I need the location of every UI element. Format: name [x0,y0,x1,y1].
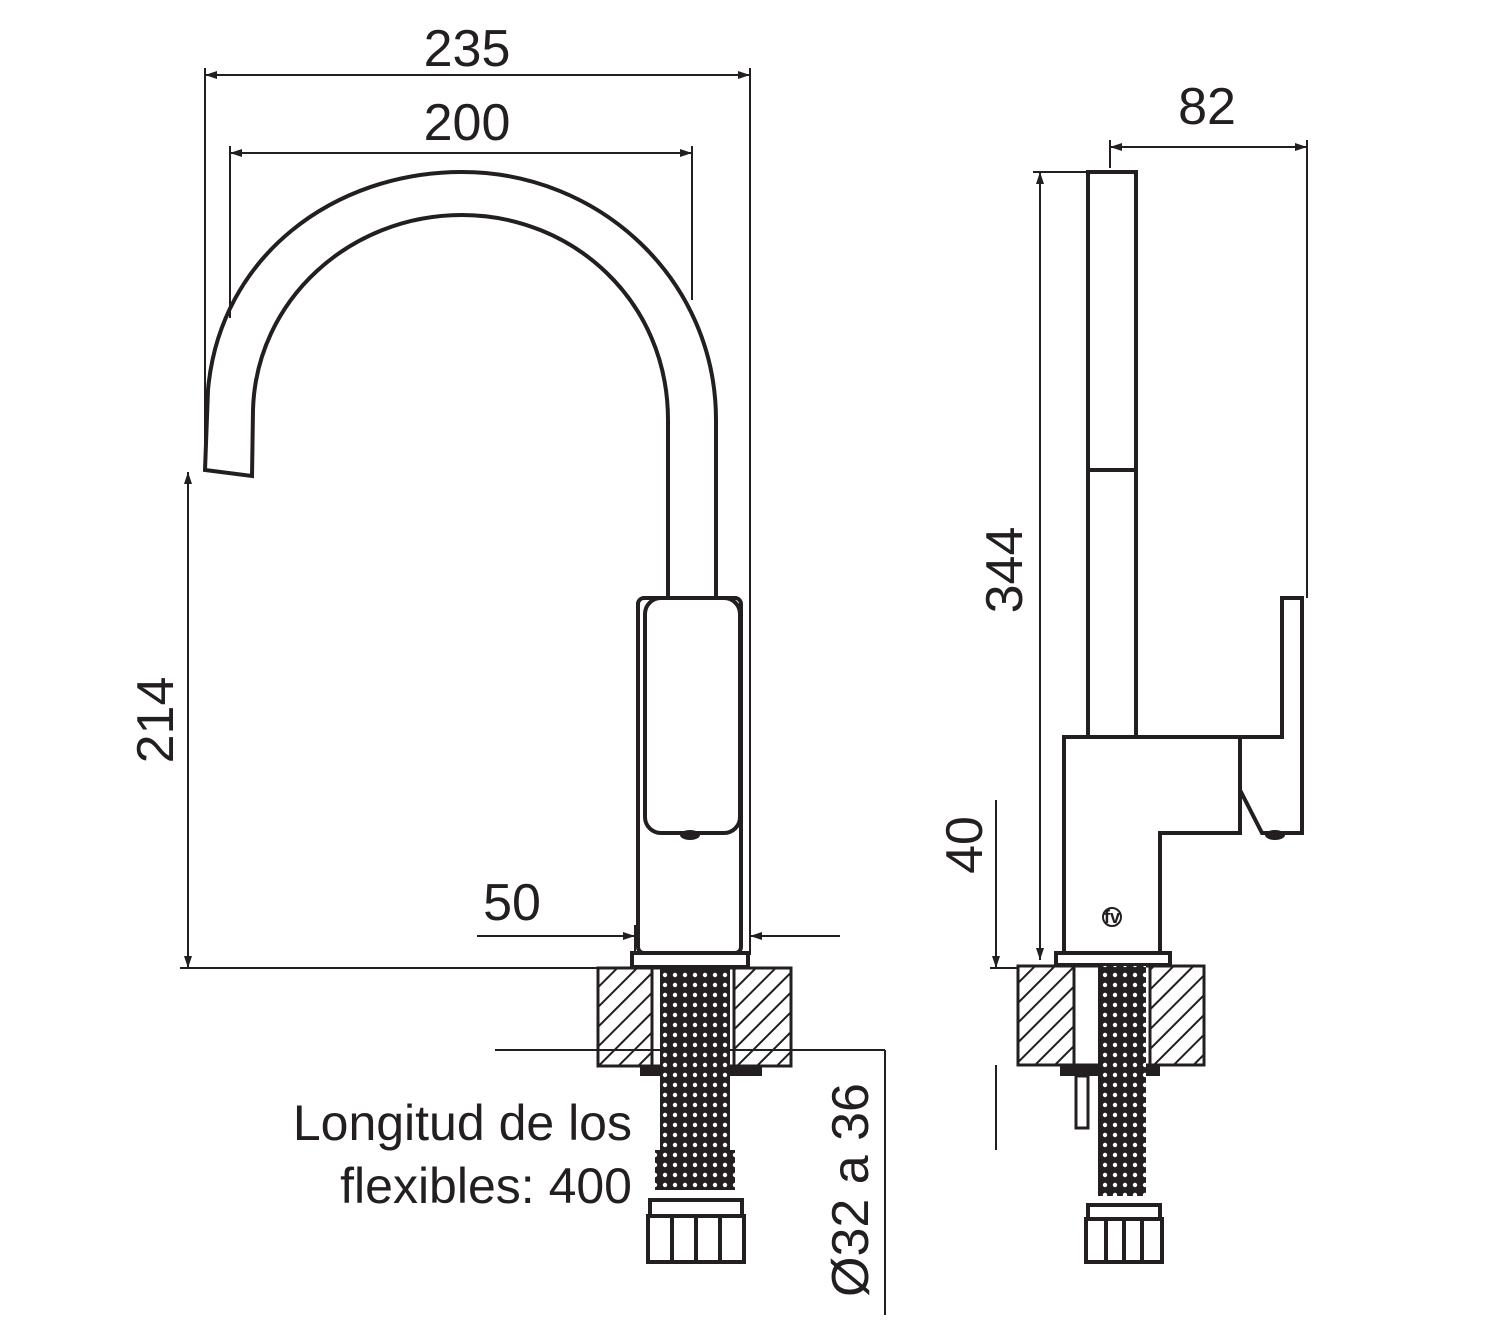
flexible-hoses-front [646,968,746,1264]
dimension-side-depth: 82 [1109,78,1308,598]
faucet-body [636,596,743,955]
faucet-body-side [1062,735,1242,955]
dimension-spout-height: 214 [127,472,640,969]
hose-length-note-line1: Longitud de los [293,1095,632,1151]
dimension-label-hole: Ø32 a 36 [822,1083,880,1297]
handle-lever [643,596,742,835]
dimension-label-82: 82 [1178,78,1236,136]
dimension-spout-reach: 200 [229,94,693,318]
handle-lever-side [1238,596,1304,835]
dimension-hole-diameter: Ø32 a 36 [791,1049,886,1315]
brand-logo-text: fv [1104,907,1120,927]
spout-side [1086,170,1138,739]
side-view: 82 344 40 fv [936,78,1308,1264]
dimension-label-344: 344 [976,527,1034,614]
base-ring-side [1054,951,1172,967]
handle-screw-side [1265,830,1285,840]
dimension-label-40: 40 [936,816,994,874]
flexible-hoses-side [1074,966,1164,1264]
dimension-label-214: 214 [127,677,185,764]
base-ring [630,951,750,969]
spout-outline [202,169,718,598]
dimension-label-235: 235 [424,20,511,78]
handle-screw [680,830,700,840]
brand-logo-icon [1102,907,1122,927]
dimension-base-diameter: 50 [477,874,840,955]
hose-length-note-line2: flexibles: 400 [340,1158,632,1214]
dimension-label-200: 200 [424,94,511,152]
dimension-overall-reach: 235 [204,20,751,955]
dimension-label-50: 50 [483,874,541,932]
dimension-base-height: 40 [936,800,1018,1150]
dimension-total-height: 344 [976,171,1088,960]
front-view: 235 200 214 50 [127,20,886,1315]
